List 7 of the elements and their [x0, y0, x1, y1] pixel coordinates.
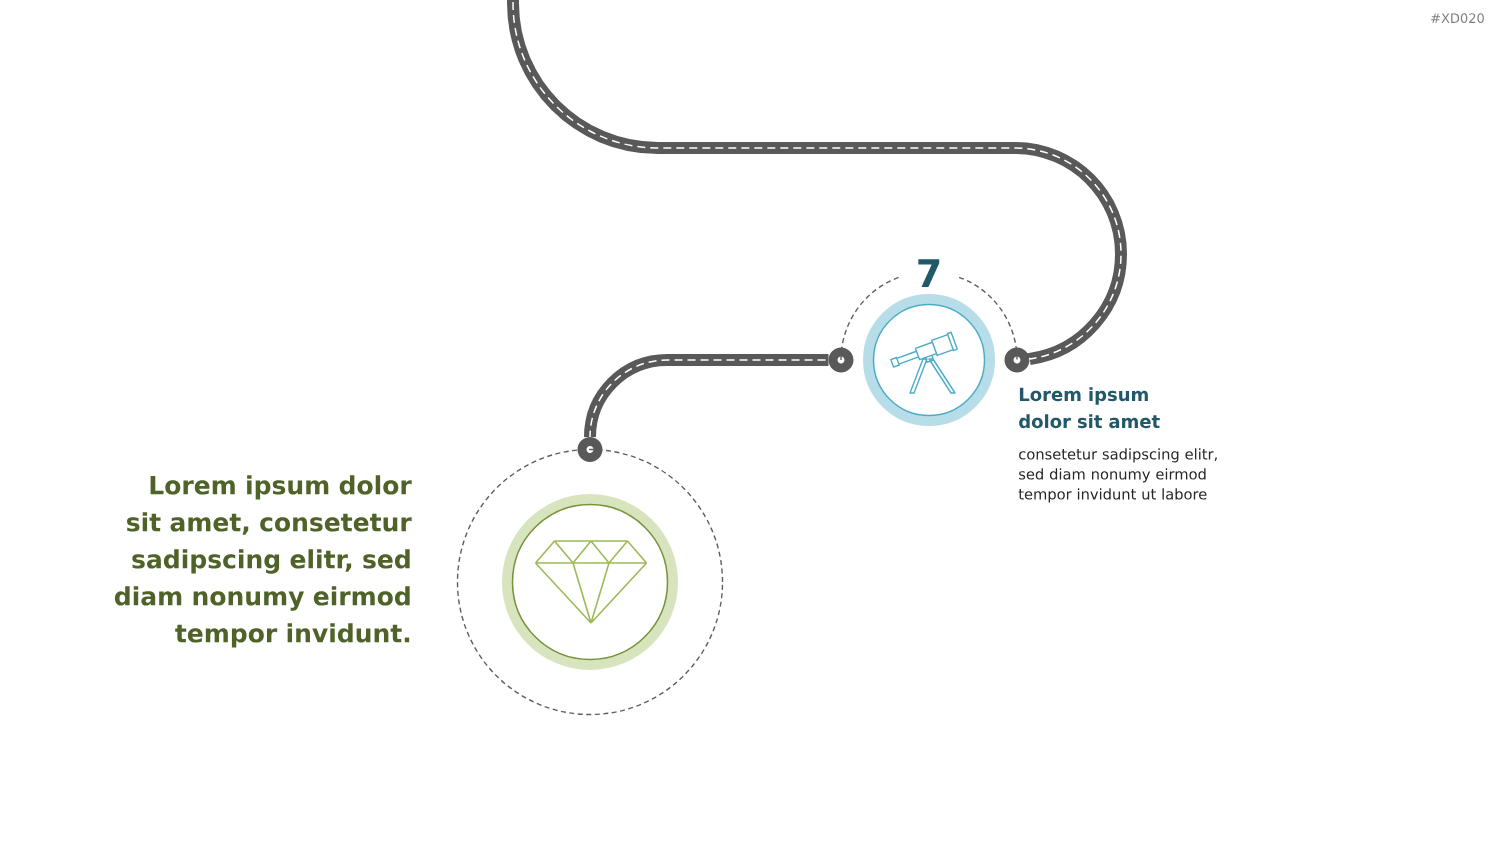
slide-code: #XD020	[1431, 13, 1484, 24]
step-description: consetetur sadipscing elitr, sed diam nonumy eirmod tempor invidunt ut labore	[1018, 448, 1217, 503]
step-heading: Lorem ipsum dolor sit amet	[1019, 387, 1160, 429]
road	[507, 0, 1127, 366]
step-number: 7	[918, 259, 940, 287]
step-text: Lorem ipsum dolor sit amet, consetetur sadipscing elitr, sed diam nonumy eirmod tempor invidunt.	[114, 475, 412, 648]
road	[584, 354, 829, 438]
